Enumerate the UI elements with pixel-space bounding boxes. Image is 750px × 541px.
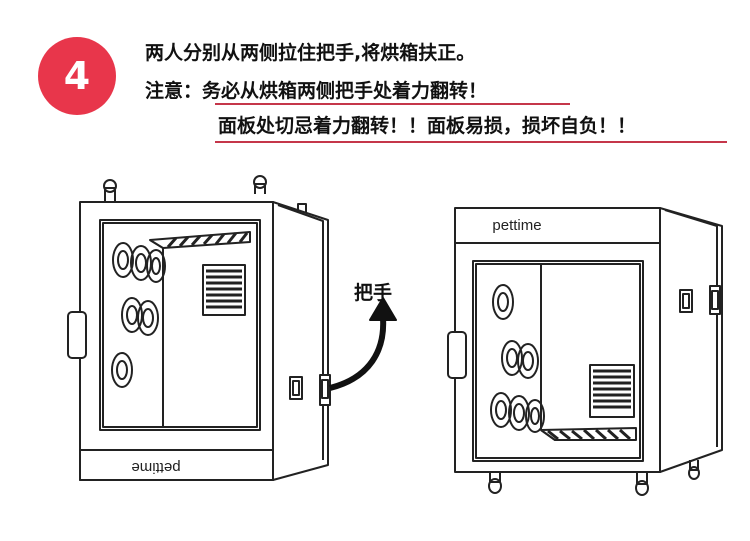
brand-label-left: pettime [131, 459, 180, 476]
step-number: 4 [63, 54, 91, 98]
instruction-line-3: 面板处切忌着力翻转！！面板易损，损坏自负！！ [218, 115, 637, 137]
instruction-line-1: 两人分别从两侧拉住把手,将烘箱扶正。 [145, 42, 476, 64]
step-badge: 4 [38, 37, 116, 115]
rotate-arrow [329, 297, 397, 391]
instruction-line-2: 注意：务必从烘箱两侧把手处着力翻转！ [145, 82, 487, 101]
warning-underline-2 [215, 141, 727, 143]
warning-underline-1 [215, 103, 570, 105]
note-prefix: 注意： [145, 80, 203, 102]
brand-label-right: pettime [492, 217, 541, 234]
oven-diagram: pettime [67, 175, 723, 496]
note-warning: 务必从烘箱两侧把手处着力翻转！ [202, 80, 488, 102]
right-oven [447, 207, 723, 496]
handle-label: 把手 [354, 282, 393, 304]
left-oven [67, 175, 331, 481]
